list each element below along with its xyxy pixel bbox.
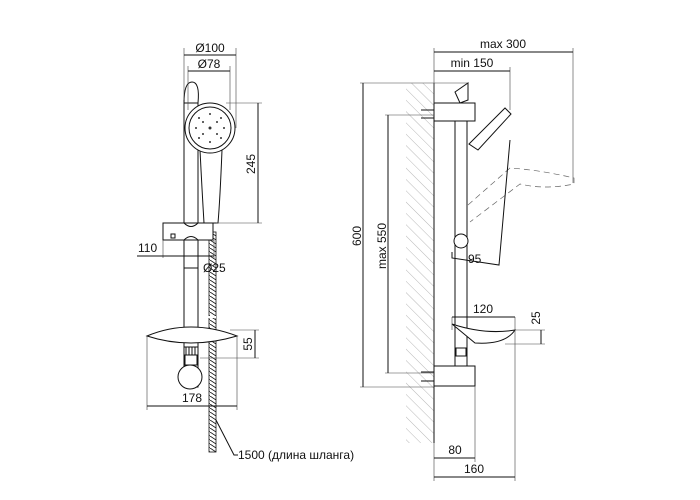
dim-max-reach: max 300 [480, 37, 526, 51]
rail-knob [177, 364, 203, 390]
dim-dish-depth: 120 [473, 302, 493, 316]
bottom-bracket [433, 365, 476, 387]
dim-head-outer: Ø100 [195, 41, 225, 55]
side-view: max 300 min 150 600 max 550 95 120 25 80… [350, 37, 575, 481]
dim-slider-offset: 110 [138, 241, 157, 255]
handset-handle [199, 149, 223, 224]
top-bracket [433, 102, 476, 122]
dim-mount-spacing: max 550 [375, 223, 389, 269]
dim-overall-depth: 160 [464, 462, 484, 476]
top-cap [183, 81, 199, 104]
spray-nozzles [195, 113, 225, 143]
front-view: Ø100 Ø78 245 110 Ø25 55 178 1500 (длина … [137, 41, 354, 462]
dim-slider-depth: 95 [468, 252, 482, 266]
dim-dish-height: 55 [241, 337, 255, 351]
soap-dish [145, 326, 239, 344]
hose-length-label: 1500 (длина шланга) [238, 448, 354, 462]
dim-min-reach: min 150 [451, 56, 494, 70]
dim-bracket-depth: 80 [448, 443, 462, 457]
dim-dish-side-height: 25 [529, 311, 543, 325]
dim-total-height: 600 [350, 226, 364, 246]
dim-dish-width: 178 [182, 391, 202, 405]
dim-head-inner: Ø78 [198, 57, 221, 71]
wall-hatching [406, 83, 434, 443]
dim-handset-length: 245 [244, 154, 258, 174]
dim-rail-diameter: Ø25 [203, 261, 226, 275]
side-shower-head [468, 107, 512, 151]
